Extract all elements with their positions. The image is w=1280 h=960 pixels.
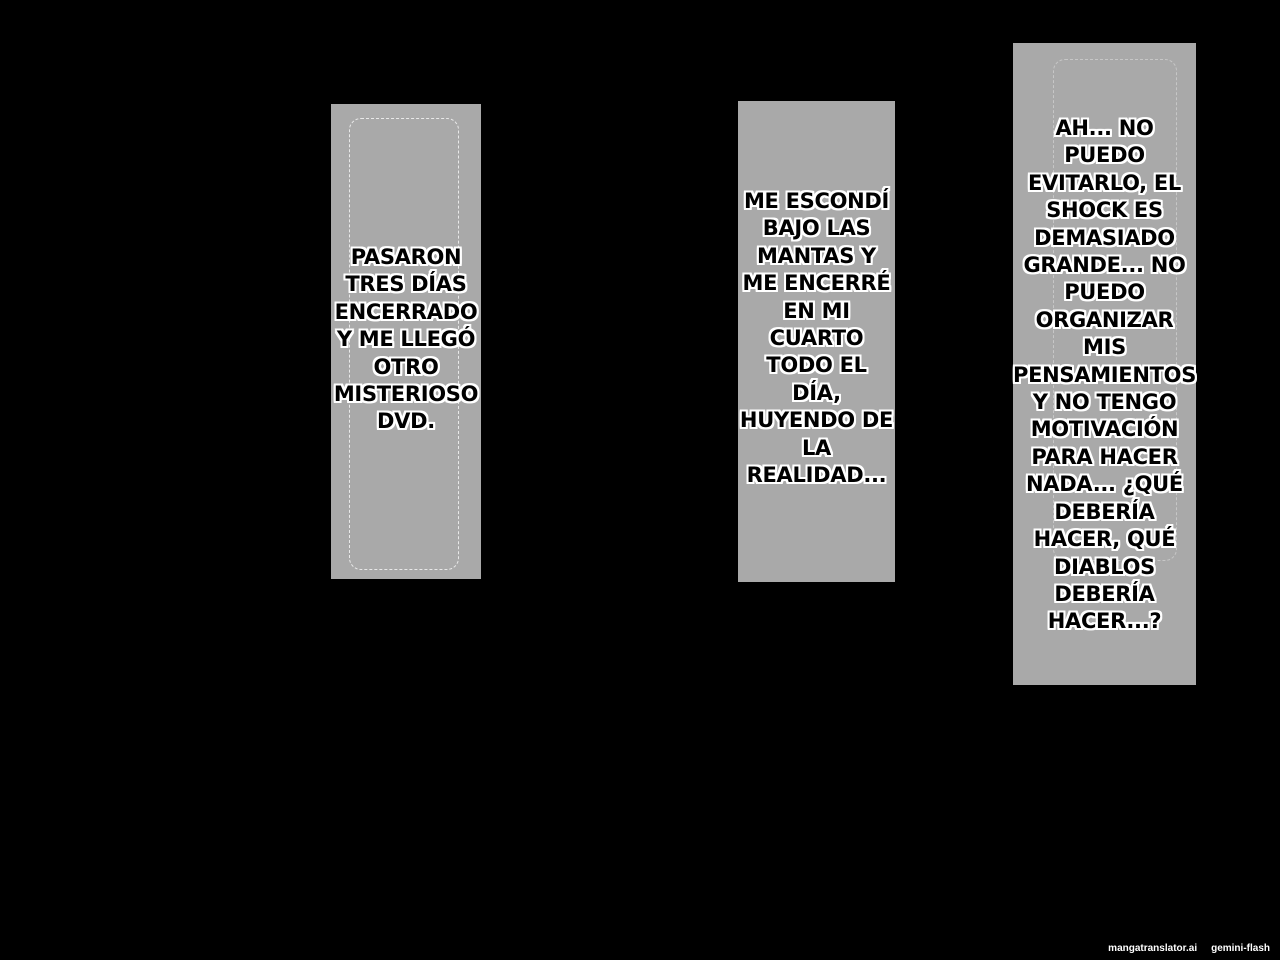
caption-panel-2: ME ESCONDÍ BAJO LAS MANTAS Y ME ENCERRÉ … bbox=[738, 101, 895, 582]
caption-panel-3: AH... NO PUEDO EVITARLO, EL SHOCK ES DEM… bbox=[1013, 43, 1196, 685]
caption-panel-1: PASARON TRES DÍAS ENCERRADO Y ME LLEGÓ O… bbox=[331, 104, 481, 579]
watermark: mangatranslator.ai gemini-flash bbox=[1108, 943, 1270, 954]
caption-text-1: PASARON TRES DÍAS ENCERRADO Y ME LLEGÓ O… bbox=[333, 245, 479, 434]
watermark-site: mangatranslator.ai bbox=[1108, 943, 1198, 954]
watermark-model: gemini-flash bbox=[1211, 943, 1270, 954]
caption-text-3: AH... NO PUEDO EVITARLO, EL SHOCK ES DEM… bbox=[1013, 116, 1197, 634]
caption-text-2: ME ESCONDÍ BAJO LAS MANTAS Y ME ENCERRÉ … bbox=[739, 189, 894, 488]
